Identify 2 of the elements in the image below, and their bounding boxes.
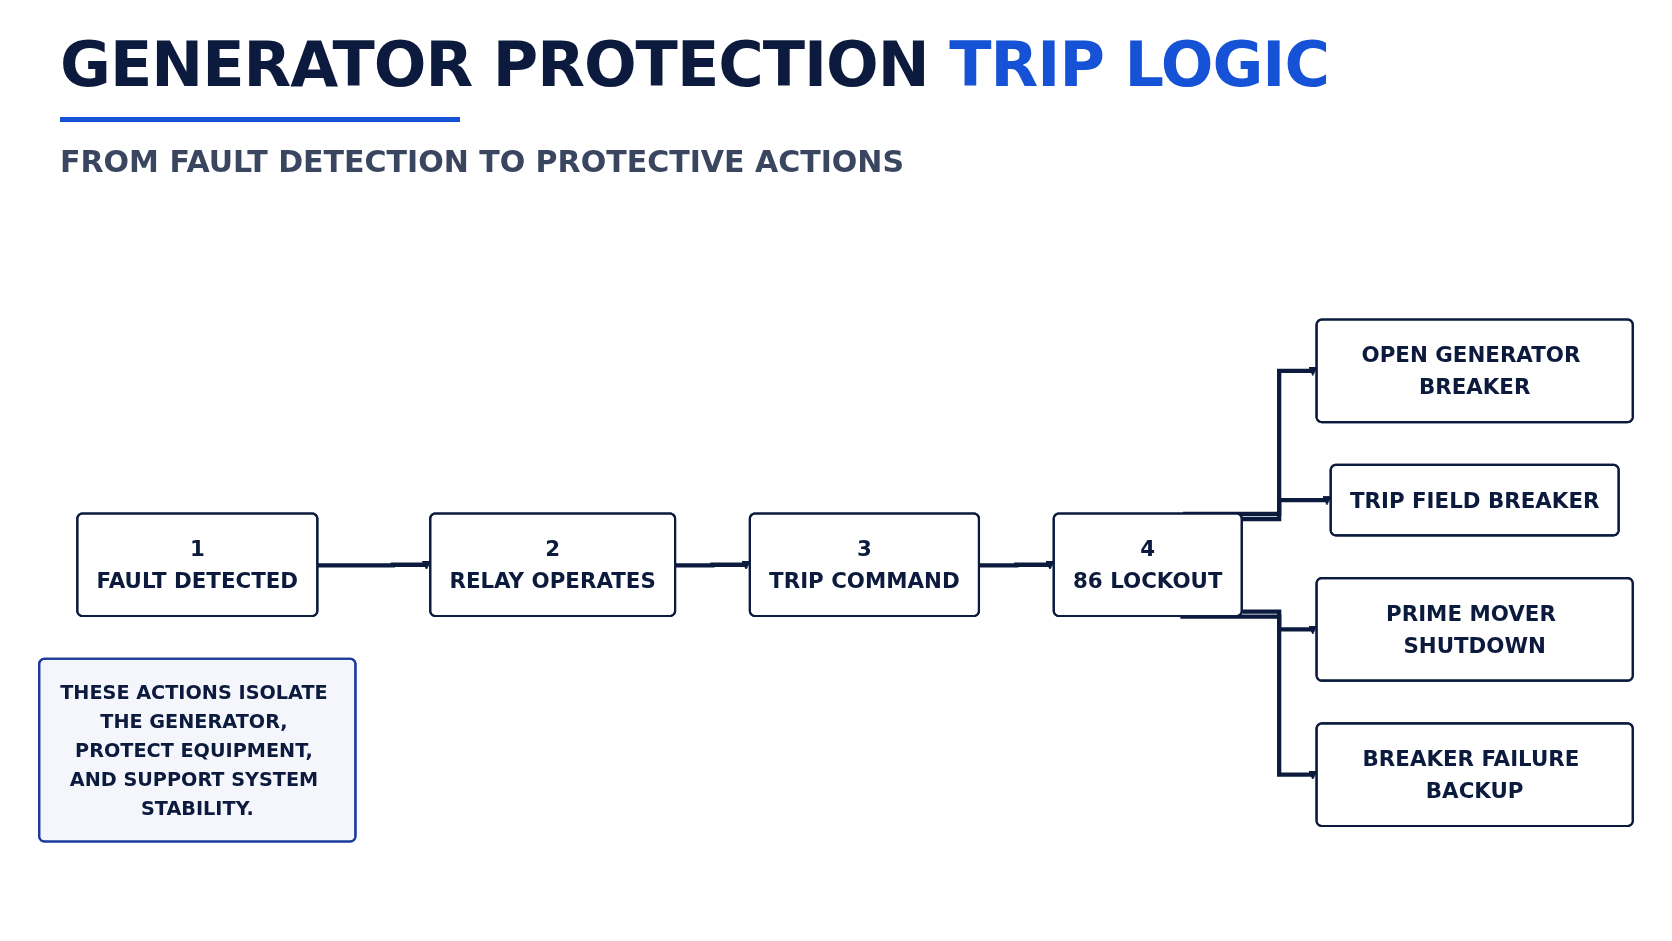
title: GENERATOR PROTECTION TRIP LOGIC — [60, 28, 1329, 101]
subtitle: FROM FAULT DETECTION TO PROTECTIVE ACTIONS — [60, 144, 905, 179]
